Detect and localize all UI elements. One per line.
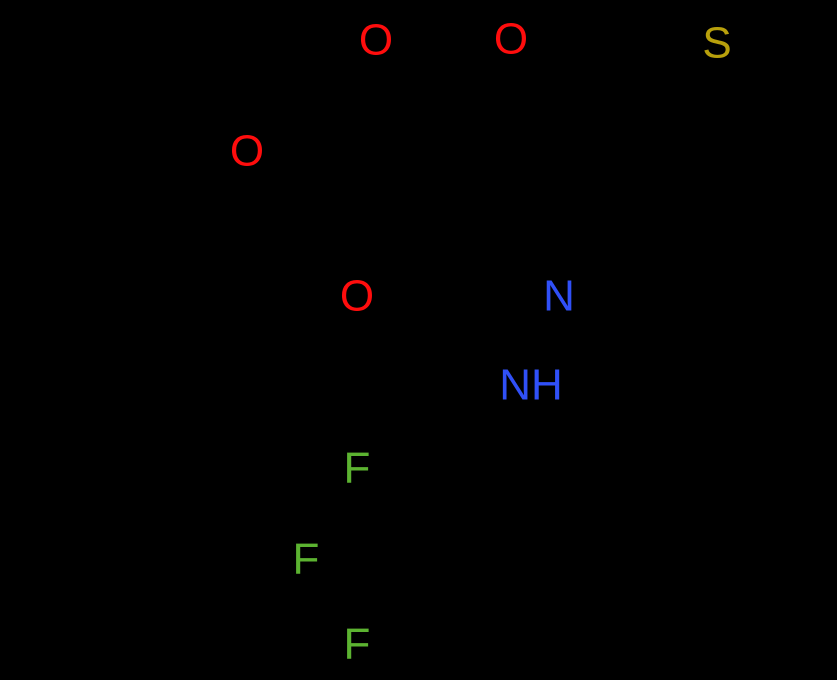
bond-b19 — [494, 412, 534, 503]
bond-b21 — [357, 492, 403, 563]
atom-label-oxygen-O4: O — [340, 272, 374, 321]
atom-label-halo — [337, 270, 377, 322]
bond-b5 — [117, 107, 222, 163]
bond-b4 — [274, 127, 379, 155]
atom-label-fluorine-F2: F — [293, 535, 320, 584]
bond-b9 — [455, 73, 500, 188]
bond-b15 — [669, 63, 693, 218]
atom-label-sulfur-S1: S — [702, 19, 731, 68]
bond-b7 — [373, 127, 473, 193]
bond-b16 — [467, 187, 548, 269]
bond-b17 — [542, 323, 563, 361]
bond-b8 — [467, 69, 514, 193]
atom-label-halo — [286, 533, 326, 585]
atom-label-nitrogen-N2: NH — [499, 361, 563, 410]
bond-b11 — [617, 17, 693, 53]
atom-label-halo — [337, 618, 377, 670]
bond-b38 — [767, 212, 823, 253]
atom-label-halo — [492, 359, 570, 411]
bond-b27 — [427, 187, 473, 303]
bond-b20 — [397, 497, 500, 563]
bond-b34 — [117, 257, 223, 318]
atom-label-oxygen-O1: O — [359, 16, 393, 65]
atom-label-oxygen-O3: O — [230, 127, 264, 176]
bond-b12 — [742, 52, 803, 123]
atom-label-fluorine-F1: F — [344, 444, 371, 493]
bond-b22 — [333, 556, 403, 563]
atom-label-halo — [539, 270, 579, 322]
atom-label-halo — [227, 125, 267, 177]
bond-b6 — [23, 107, 123, 169]
atom-label-halo — [337, 442, 377, 494]
bond-b37 — [757, 337, 803, 443]
bond-b36 — [597, 497, 623, 613]
atom-label-halo — [356, 14, 396, 66]
bond-b23 — [357, 557, 403, 621]
bond-b24 — [373, 327, 403, 563]
bond-layer — [23, 17, 823, 621]
atom-label-fluorine-F3: F — [344, 620, 371, 669]
bond-b18 — [561, 319, 581, 359]
atom-label-halo — [697, 17, 737, 69]
bond-b13 — [767, 117, 803, 218]
bond-b10 — [522, 17, 623, 73]
atom-label-halo — [491, 13, 531, 65]
bond-b26 — [427, 297, 500, 503]
atom-label-nitrogen-N1: N — [543, 272, 575, 321]
atom-label-oxygen-O2: O — [494, 15, 528, 64]
bond-b29 — [597, 417, 663, 503]
bond-b30 — [657, 417, 763, 443]
bond-b33 — [23, 257, 123, 318]
